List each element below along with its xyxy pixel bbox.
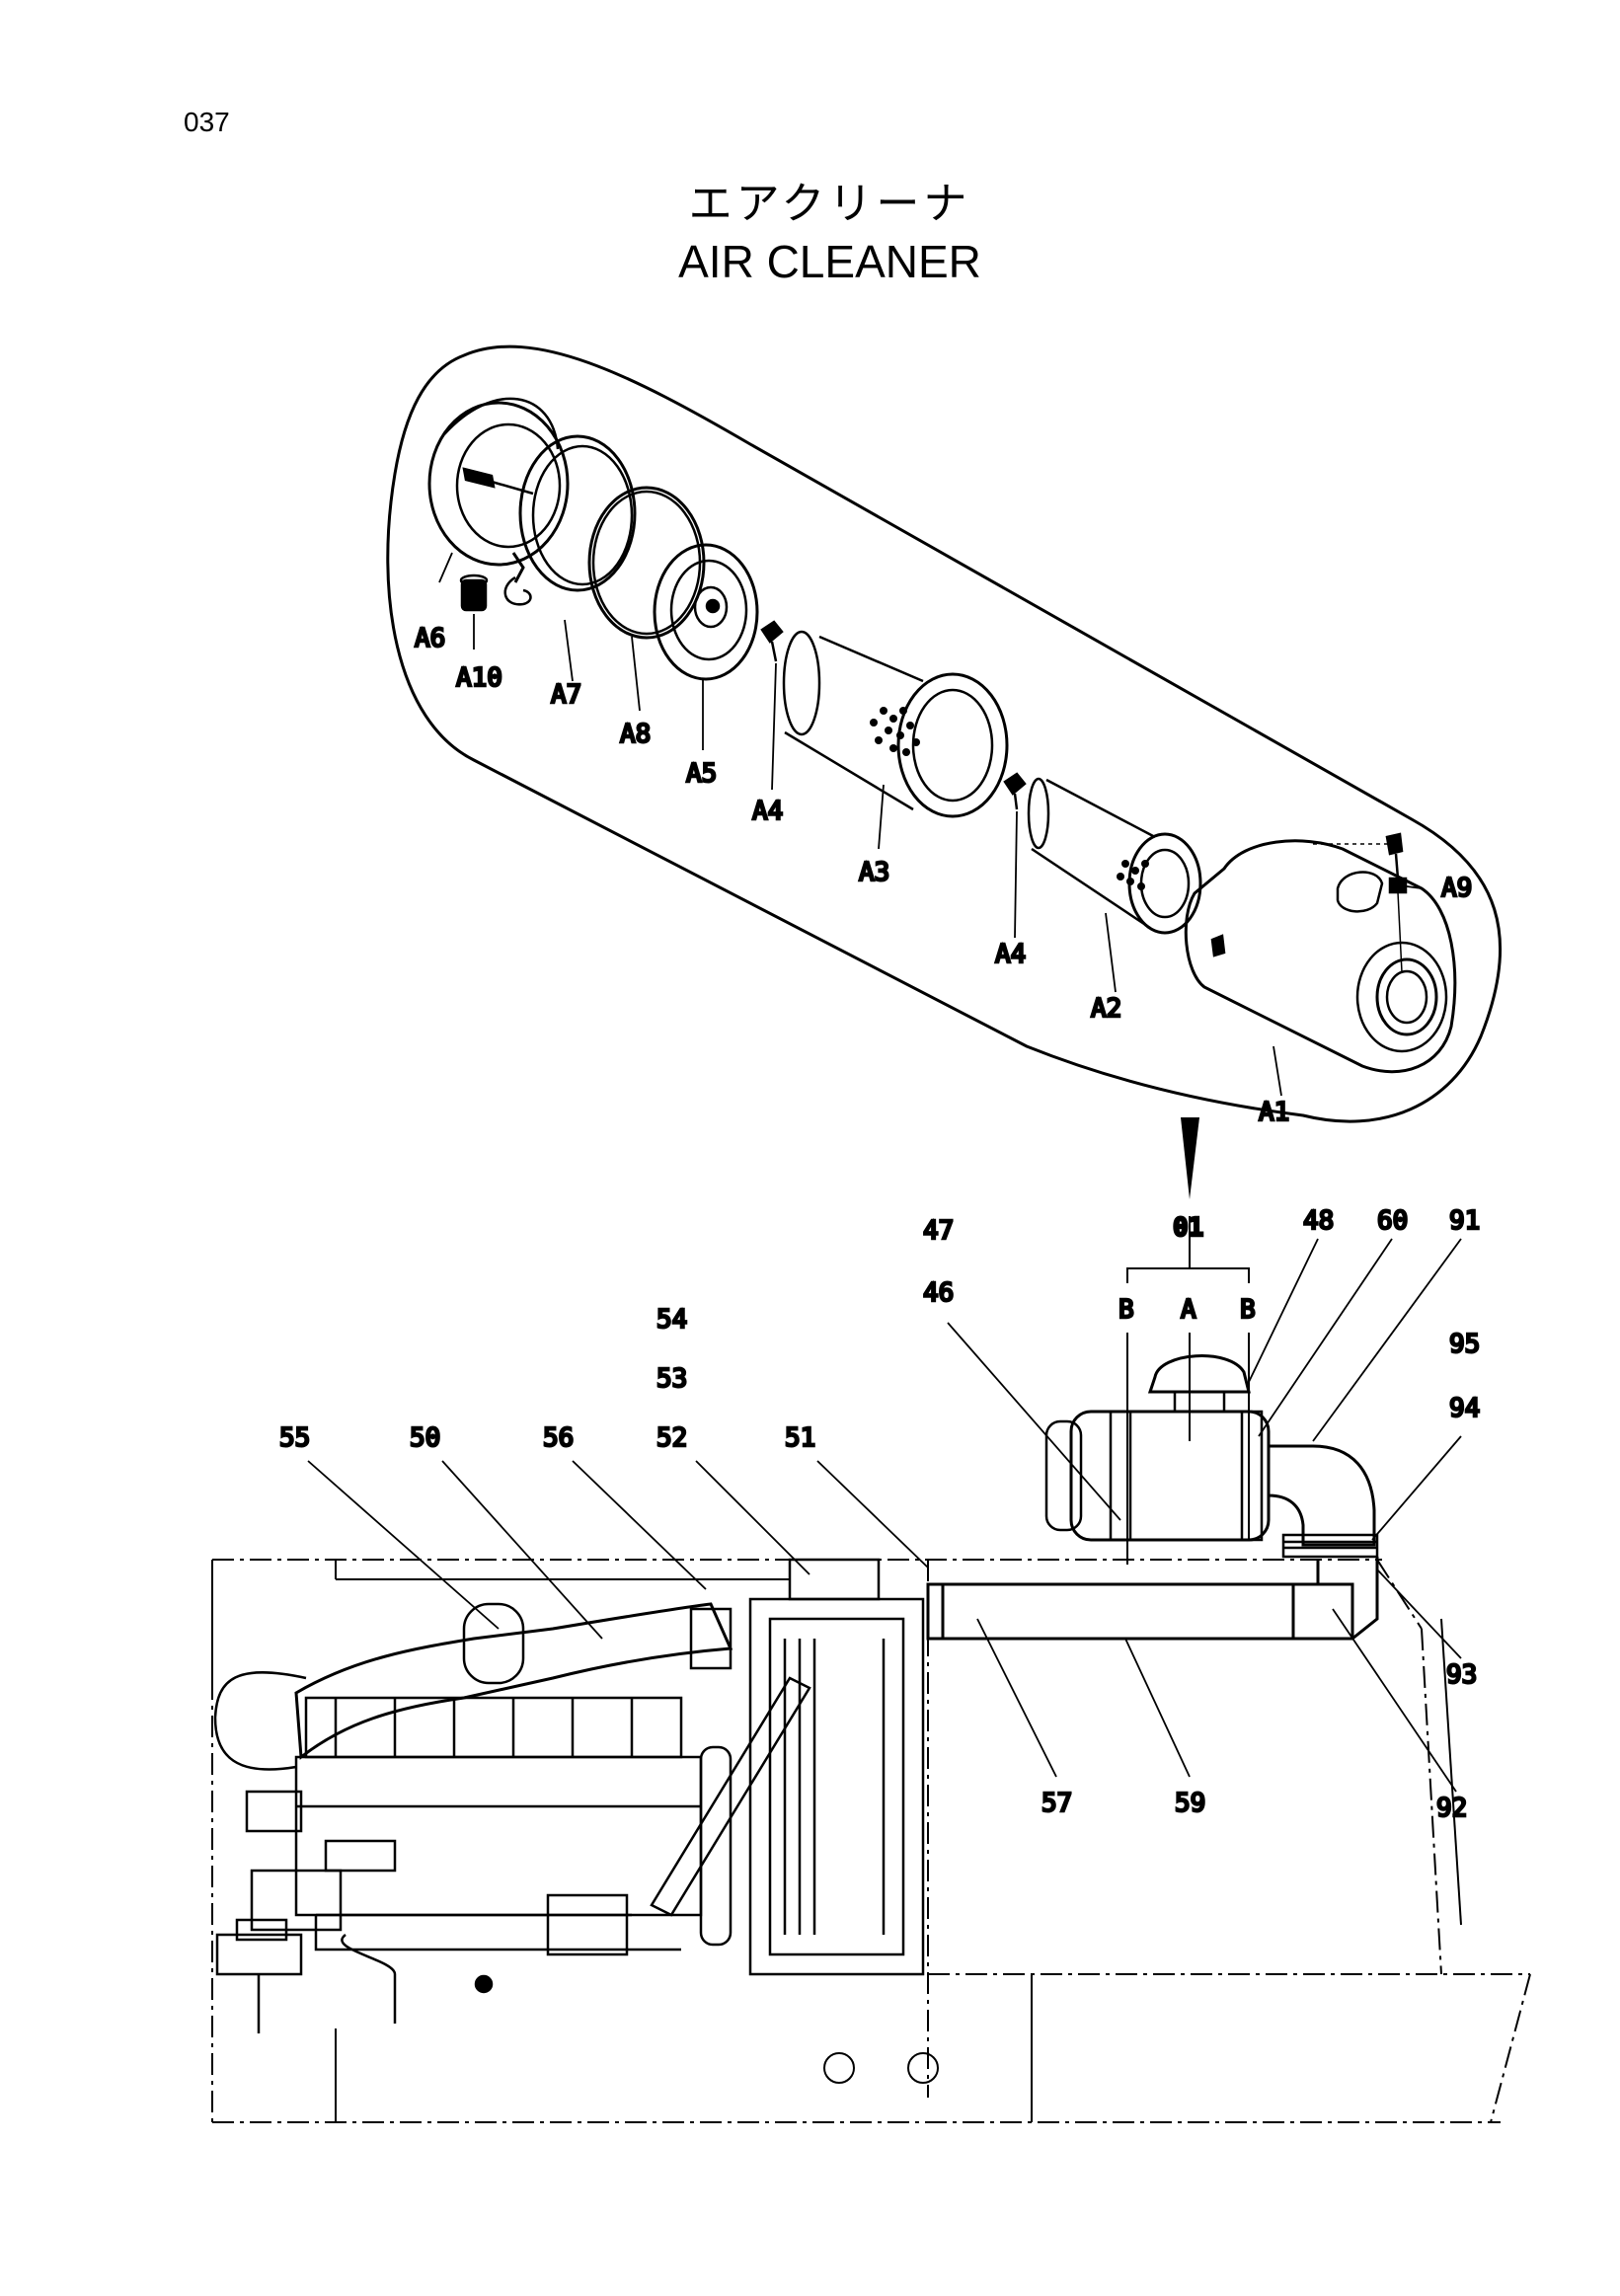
callout-a8: A8 [620,720,651,749]
part-a8-seal-ring [587,486,706,640]
assembly-b-left: B [1119,1295,1134,1325]
callout-50: 50 [410,1423,440,1453]
part-a4-wingnut-upper [760,620,784,662]
callout-60: 60 [1377,1206,1408,1236]
part-a5-endcap [653,543,759,681]
part-a1-housing [1184,839,1457,1074]
callout-92: 92 [1436,1794,1467,1823]
callout-46: 46 [923,1278,954,1308]
assembly-b-right: B [1240,1295,1256,1325]
air-cleaner-assembly [1044,1354,1379,1559]
assembly-bracket [1126,1216,1250,1565]
callout-a9: A9 [1441,874,1472,903]
callout-94: 94 [1449,1394,1480,1423]
title-japanese: エアクリーナ [688,179,971,229]
callout-51: 51 [785,1423,815,1453]
detail-labels: A6 A10 A7 A8 A5 A4 A3 A4 A2 A1 A9 [414,623,1474,1129]
detail-callout-frame [386,344,1502,1199]
part-a9-indicator [1385,832,1408,973]
callout-93: 93 [1446,1660,1477,1690]
callout-91: 91 [1449,1206,1480,1236]
callout-a10: A10 [456,663,502,693]
page-number: 037 [184,107,230,137]
assembly-a-center: A [1181,1295,1196,1325]
callout-a2: A2 [1091,994,1121,1024]
engine-block [213,1602,811,2033]
callout-a7: A7 [551,680,581,710]
part-a6-cover [427,397,570,567]
machine-outline [211,1559,1531,2123]
callout-57: 57 [1041,1789,1072,1818]
frame-lines [211,1560,1462,2122]
callout-a4-upper: A4 [752,797,783,826]
title-block: エアクリーナ AIR CLEANER [0,168,1620,288]
part-a7-clamp [503,434,637,606]
assembly-leaders [307,1238,1462,1793]
callout-a3: A3 [859,858,889,887]
assembly-id: 01 [1173,1213,1203,1243]
part-a3-outer-element [782,630,1009,818]
callout-59: 59 [1175,1789,1205,1818]
callout-95: 95 [1449,1330,1480,1359]
callout-52: 52 [656,1423,687,1453]
intake-duct [926,1557,1379,1641]
callout-a5: A5 [686,759,717,789]
detail-leaders [438,552,1423,1097]
title-english: AIR CLEANER [678,236,981,287]
part-a10-valve [459,574,489,612]
callout-53: 53 [656,1364,687,1394]
part-a2-inner-element [1027,777,1202,935]
callout-a6: A6 [415,624,445,653]
callout-47: 47 [923,1216,954,1246]
assembly-labels: 01 B A B 47 46 48 60 91 95 94 54 53 55 5… [278,1205,1482,1825]
callout-a1: A1 [1259,1098,1289,1127]
callout-48: 48 [1303,1206,1334,1236]
callout-55: 55 [279,1423,310,1453]
callout-54: 54 [656,1305,687,1335]
part-a4-wingnut-lower [1003,772,1027,810]
callout-a4-lower: A4 [995,940,1026,969]
callout-56: 56 [543,1423,574,1453]
radiator [748,1558,925,1976]
